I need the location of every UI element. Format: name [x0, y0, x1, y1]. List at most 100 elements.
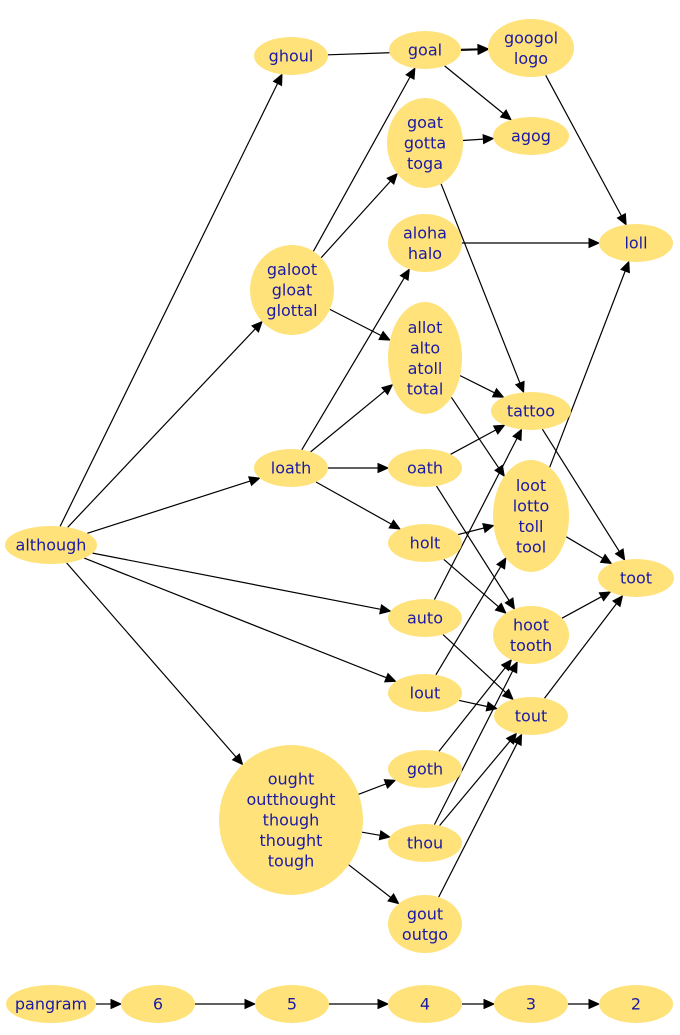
node-ellipse [255, 985, 329, 1023]
nodes-layer: althoughghoulgalootgloatglottalloathough… [5, 19, 674, 1023]
edge-thou-to-hoot [433, 660, 518, 825]
node-label: ought [268, 770, 315, 789]
node-label: 2 [631, 995, 641, 1014]
edge-line [320, 180, 391, 259]
node-ellipse [388, 674, 462, 712]
edge-line [541, 428, 620, 552]
node-label: agog [511, 127, 551, 146]
node-label: goal [408, 41, 442, 60]
edge-auto-to-tattoo [433, 428, 523, 600]
node-goal: goal [389, 31, 461, 69]
node-label: gloat [272, 281, 312, 300]
edge-auto-to-tout [442, 634, 514, 701]
node-lout: lout [388, 674, 462, 712]
node-label: though [263, 811, 320, 830]
edge-line [315, 481, 392, 525]
edge-line [450, 396, 500, 469]
edge-line [92, 552, 381, 610]
edge-lout-to-loot [435, 556, 507, 676]
node-tattoo: tattoo [491, 392, 571, 430]
node-thou: thou [388, 824, 462, 862]
node-ellipse [387, 98, 463, 188]
node-ghoul: ghoul [254, 37, 328, 75]
edge-although-to-lout [83, 557, 397, 683]
edge-loath-to-allot [310, 383, 394, 453]
edge-goal-to-googol [460, 43, 490, 55]
node-ellipse [254, 449, 328, 487]
node-loath: loath [254, 449, 328, 487]
arrowhead-icon [483, 998, 496, 1010]
arrowhead-icon [504, 597, 516, 610]
arrowhead-icon [110, 998, 123, 1010]
arrowhead-icon [244, 998, 257, 1010]
edge-loath-to-oath [328, 462, 390, 474]
edge-line [544, 603, 617, 699]
arrowhead-icon [388, 519, 402, 530]
node-label: toot [620, 569, 652, 588]
edge-line [83, 557, 387, 679]
node-agog: agog [493, 117, 569, 155]
arrowhead-icon [377, 462, 390, 474]
node-label: hoot [513, 615, 549, 634]
node-ellipse [598, 559, 674, 597]
edge-line [440, 183, 521, 384]
node-label: 4 [420, 995, 430, 1014]
node-label: outthought [246, 790, 335, 809]
edge-goat-to-tattoo [440, 183, 525, 394]
edge-loot-to-toot [565, 536, 613, 565]
arrowhead-icon [512, 733, 523, 747]
arrowhead-icon [507, 660, 518, 674]
arrowhead-icon [477, 43, 490, 55]
arrowhead-icon [501, 688, 514, 701]
node-ellipse [389, 31, 461, 69]
edge-ought-to-thou [361, 829, 392, 841]
edge-line [67, 328, 256, 528]
arrowhead-icon [492, 424, 506, 435]
arrowhead-icon [399, 268, 410, 282]
edge-loot-to-loll [549, 260, 630, 468]
node-ellipse [388, 449, 462, 487]
arrowhead-icon [494, 602, 507, 614]
node-label: halo [408, 244, 442, 263]
arrowhead-icon [405, 67, 416, 81]
edge-although-to-galoot [67, 320, 263, 528]
node-label: tattoo [507, 402, 555, 421]
edge-googol-to-loll [545, 75, 627, 226]
node-label: gotta [404, 134, 446, 153]
edge-although-to-loath [87, 476, 261, 534]
node-label: goth [407, 760, 443, 779]
arrowhead-icon [251, 320, 263, 333]
edge-line [433, 438, 518, 600]
edge-line [87, 480, 251, 534]
edge-galoot-to-allot [329, 308, 391, 341]
node-loll: loll [599, 224, 673, 262]
node-label: toga [407, 154, 443, 173]
edge-line [348, 864, 392, 898]
node-label: loath [271, 459, 311, 478]
node-ellipse [388, 895, 462, 953]
edge-line [310, 390, 386, 453]
node-label: lotto [513, 496, 550, 515]
edge-ought-to-gout [348, 864, 400, 905]
node-ellipse [388, 599, 462, 637]
node-ellipse [388, 302, 462, 414]
node-pangram: pangram [6, 985, 96, 1023]
arrowhead-icon [598, 591, 612, 602]
arrowhead-icon [620, 260, 630, 274]
node-label: tough [268, 852, 315, 871]
edge-line [444, 65, 504, 114]
arrowhead-icon [614, 548, 626, 561]
node-ellipse [493, 606, 569, 664]
node-ellipse [493, 460, 569, 572]
edge-goat-to-agog [462, 133, 495, 145]
arrowhead-icon [485, 701, 499, 712]
node-ellipse [388, 214, 462, 272]
node-n3: 3 [494, 985, 568, 1023]
node-label: ghoul [269, 47, 314, 66]
node-label: allot [408, 318, 443, 337]
